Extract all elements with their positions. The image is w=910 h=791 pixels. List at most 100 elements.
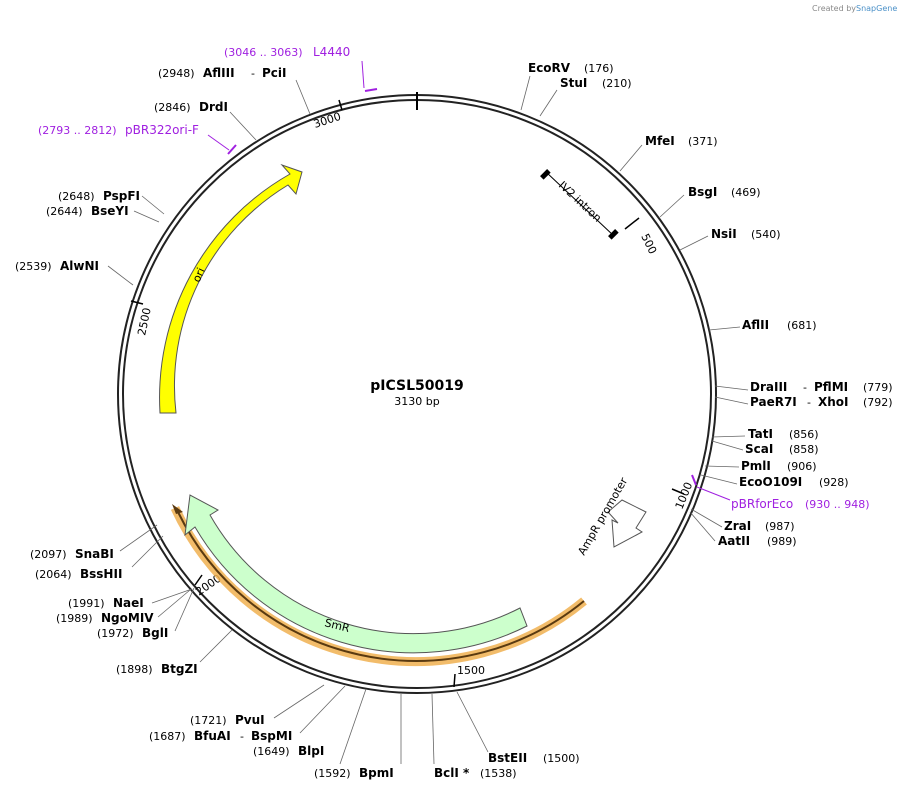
site-blpi: BlpI (1649): [253, 744, 324, 758]
site-name: AflIII: [203, 66, 235, 80]
site-bcli: BclI * (1538): [434, 766, 517, 780]
site-position: (1721): [190, 714, 227, 727]
primer-mark: [227, 144, 237, 155]
site-btgzi: BtgZI (1898): [116, 662, 198, 676]
site-name: PmlI: [741, 459, 771, 473]
site-separator: -: [251, 67, 255, 80]
site-position: (1500): [543, 752, 580, 765]
site-name-2: PflMI: [814, 380, 848, 394]
primer-mark: [691, 474, 697, 486]
site-name: PspFI: [103, 189, 140, 203]
site-position: (987): [765, 520, 795, 533]
iv2-intron-span: [545, 171, 615, 237]
site-name: BsgI: [688, 185, 717, 199]
site-position: (1989): [56, 612, 93, 625]
site-bgli: BglI (1972): [97, 626, 168, 640]
site-name: ScaI: [745, 442, 773, 456]
site-tati: TatI (856): [748, 427, 819, 441]
site-position: (2648): [58, 190, 95, 203]
site-name: ZraI: [724, 519, 751, 533]
site-position: (1538): [480, 767, 517, 780]
tick-label-500: 500: [638, 232, 659, 257]
feature-label-iv2-intron: IV2 intron: [556, 179, 604, 225]
site-position: (928): [819, 476, 849, 489]
site-bpmi: BpmI (1592): [314, 766, 394, 780]
site-bsshii: BssHII (2064): [35, 567, 122, 581]
site-aatii: AatII (989): [718, 534, 797, 548]
site-pvui: PvuI (1721): [190, 713, 265, 727]
site-position: (989): [767, 535, 797, 548]
site-scai: ScaI (858): [745, 442, 819, 456]
site-name-2: XhoI: [818, 395, 849, 409]
site-position: (2846): [154, 101, 191, 114]
primer-pbrforeco: pBRforEco (930 .. 948): [691, 474, 870, 511]
feature-ori: [159, 163, 303, 414]
site-position: (681): [787, 319, 817, 332]
primer-leader: [361, 60, 365, 89]
site-position: (1649): [253, 745, 290, 758]
tick-1500: [453, 673, 456, 688]
site-name: BpmI: [359, 766, 394, 780]
tick-1000: [671, 488, 685, 495]
orf-band-core: [177, 511, 585, 662]
site-name: BclI *: [434, 766, 470, 780]
site-position: (1972): [97, 627, 134, 640]
site-afliii-pcii: AflIII - PciI (2948): [158, 66, 287, 80]
site-name: EcoO109I: [739, 475, 802, 489]
site-name: MfeI: [645, 134, 675, 148]
plasmid-name: pICSL50019: [370, 378, 463, 394]
site-alwni: AlwNI (2539): [15, 259, 99, 273]
site-separator: -: [807, 396, 811, 409]
primer-range: (3046 .. 3063): [224, 46, 303, 59]
site-drdi: DrdI (2846): [154, 100, 228, 114]
site-position: (1991): [68, 597, 105, 610]
site-name-2: PciI: [262, 66, 287, 80]
site-position: (2539): [15, 260, 52, 273]
site-bfuai-bspmi: BfuAI - BspMI (1687): [149, 729, 292, 743]
site-stui: StuI (210): [560, 76, 632, 90]
site-name: EcoRV: [528, 61, 571, 75]
backbone-outer-strand: [117, 94, 717, 694]
site-zrai: ZraI (987): [724, 519, 795, 533]
tick-500: [624, 217, 640, 230]
site-name: DraIII: [750, 380, 787, 394]
site-name: NsiI: [711, 227, 737, 241]
site-position: (2097): [30, 548, 67, 561]
site-ngomiv: NgoMIV (1989): [56, 611, 154, 625]
snapgene-credit: Created by SnapGene: [812, 4, 897, 13]
site-name: DrdI: [199, 100, 228, 114]
site-ecorv: EcoRV (176): [528, 61, 614, 75]
site-position: (1898): [116, 663, 153, 676]
feature-label-smr: SmR: [323, 616, 351, 635]
feature-ampr-promoter: [607, 499, 647, 548]
primer-leader: [696, 486, 731, 501]
site-position: (856): [789, 428, 819, 441]
site-name: BseYI: [91, 204, 129, 218]
backbone-inner-strand: [122, 99, 712, 689]
site-ecoo109i: EcoO109I (928): [739, 475, 849, 489]
site-name: StuI: [560, 76, 587, 90]
site-mfei: MfeI (371): [645, 134, 718, 148]
site-name: BstEII: [488, 751, 527, 765]
site-pspfi: PspFI (2648): [58, 189, 140, 203]
site-paer7i-xhoi: PaeR7I - XhoI (792): [750, 395, 893, 409]
site-position: (371): [688, 135, 718, 148]
credit-brand: SnapGene: [856, 4, 897, 13]
site-name: BlpI: [298, 744, 324, 758]
site-name: AflII: [742, 318, 769, 332]
iv2-intron-end: [608, 229, 619, 240]
site-name: BfuAI: [194, 729, 231, 743]
site-nsii: NsiI (540): [711, 227, 781, 241]
site-position: (792): [863, 396, 893, 409]
restriction-sites: EcoRV (176) StuI (210) MfeI (371) BsgI (…: [15, 61, 893, 780]
tick-3000: [338, 99, 343, 111]
site-position: (2644): [46, 205, 83, 218]
site-pmli: PmlI (906): [741, 459, 817, 473]
tick-label-2500: 2500: [135, 307, 154, 337]
site-name: TatI: [748, 427, 773, 441]
primer-name: pBR322ori-F: [125, 123, 199, 137]
site-name: NgoMIV: [101, 611, 154, 625]
primer-range: (930 .. 948): [805, 498, 870, 511]
feature-label-ori: ori: [190, 266, 208, 284]
site-name: BssHII: [80, 567, 122, 581]
